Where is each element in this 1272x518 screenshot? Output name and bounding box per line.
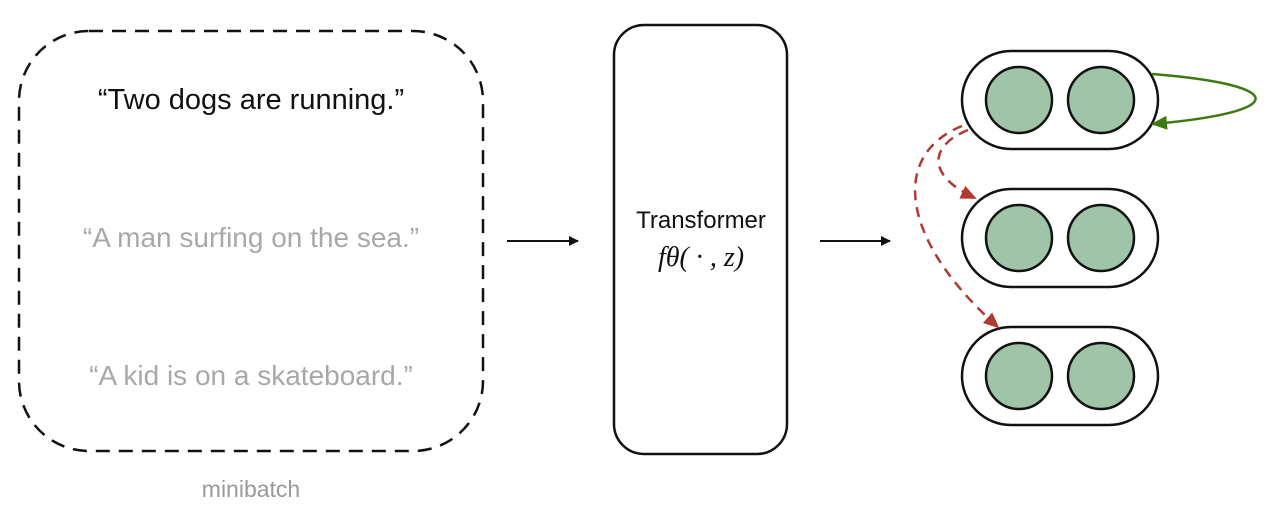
transformer-formula: fθ( · , z)	[657, 242, 745, 273]
negative-pair-arrow-1	[937, 128, 977, 200]
sentence-anchor: “Two dogs are running.”	[97, 84, 405, 116]
transformer-box	[612, 23, 789, 456]
embedding-pair-1	[960, 49, 1160, 151]
sentence-2: “A man surfing on the sea.”	[82, 222, 420, 253]
transformer-title: Transformer	[636, 207, 766, 234]
minibatch-box	[17, 29, 485, 453]
minibatch-label: minibatch	[201, 476, 301, 502]
positive-pair-arrow	[1151, 72, 1257, 130]
embedding-pair-2	[960, 187, 1160, 289]
sentence-3: “A kid is on a skateboard.”	[89, 360, 413, 391]
embedding-pair-3	[960, 325, 1160, 427]
